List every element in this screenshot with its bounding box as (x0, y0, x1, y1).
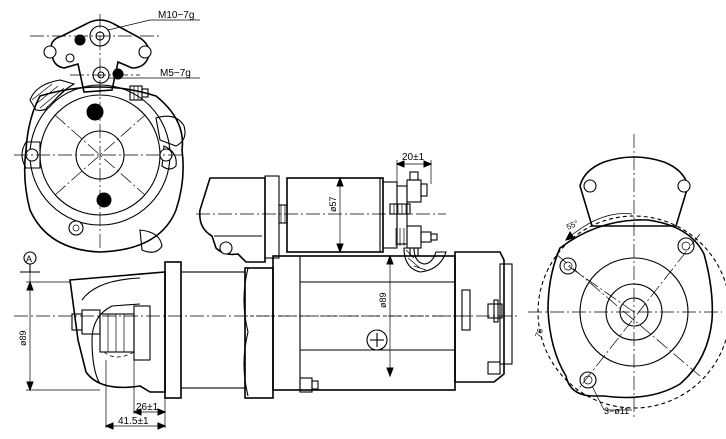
holes-note: 3−ø11 (604, 406, 629, 416)
solenoid-side-view (196, 160, 446, 263)
thread-label-m10: M10−7g (158, 10, 194, 21)
datum-a: A (26, 254, 32, 264)
thread-label-m5: M5−7g (160, 68, 191, 79)
dim-dia-57: ø57 (328, 196, 338, 212)
motor-side-view (14, 247, 520, 430)
dim-angle-55: 55° (565, 219, 580, 232)
flange-end-view (528, 134, 726, 420)
dim-41-5: 41.5±1 (118, 416, 149, 427)
dim-20: 20±1 (402, 152, 425, 163)
front-view-terminal-end (14, 14, 200, 253)
dim-dia-89-left: ø89 (18, 330, 28, 346)
dim-dia-89-mid: ø89 (378, 292, 388, 308)
dim-26: 26±1 (136, 402, 159, 413)
dim-pcd-76: 76 (533, 327, 545, 339)
